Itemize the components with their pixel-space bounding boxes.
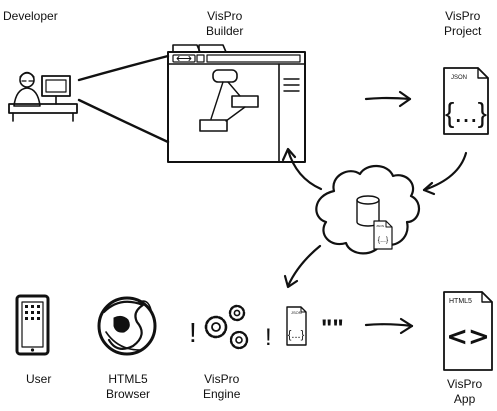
arrow-engine-to-app xyxy=(364,317,414,335)
arrow-cloud-to-engine xyxy=(283,244,322,289)
developer-icon xyxy=(8,71,78,122)
quote-marks: "" xyxy=(321,315,344,342)
engine-gears-icon xyxy=(204,304,249,350)
cloud-doc-tag: JSON xyxy=(376,224,384,228)
connector-developer-builder-bottom xyxy=(77,98,170,144)
browser-globe-icon xyxy=(97,296,157,356)
exclaim-left: ! xyxy=(189,317,197,348)
label-developer: Developer xyxy=(3,9,58,23)
label-html5-browser: HTML5 Browser xyxy=(106,372,150,402)
small-json-file-icon xyxy=(286,306,307,346)
label-builder-line2: Builder xyxy=(206,24,244,38)
html-file-tag: HTML5 xyxy=(449,298,472,305)
exclaim-right: ! xyxy=(265,324,272,351)
html-file-glyph: <> xyxy=(446,322,490,352)
label-browser-line1: HTML5 xyxy=(108,372,148,386)
label-user: User xyxy=(26,372,52,386)
arrow-builder-to-project xyxy=(364,90,412,108)
label-vispro-app: VisPro App xyxy=(447,377,482,407)
arrow-cloud-to-builder xyxy=(281,147,323,191)
label-vispro-engine: VisPro Engine xyxy=(203,372,240,402)
user-tablet-icon xyxy=(15,294,50,356)
arrow-project-to-cloud xyxy=(422,151,468,196)
json-file-glyph: {...} xyxy=(445,97,487,128)
json-file-tag: JSON xyxy=(451,75,467,81)
html-file-icon xyxy=(443,291,493,371)
label-engine-line2: Engine xyxy=(203,387,241,401)
label-builder-line1: VisPro xyxy=(207,9,243,23)
label-vispro-project: VisPro Project xyxy=(444,9,481,39)
label-vispro-builder: VisPro Builder xyxy=(206,9,243,39)
label-app-line2: App xyxy=(453,392,476,406)
cloud-icon xyxy=(315,164,420,255)
cloud-doc-glyph: {...} xyxy=(378,237,389,244)
connector-developer-builder-top xyxy=(77,54,170,82)
label-browser-line2: Browser xyxy=(106,387,151,401)
small-json-file-tag: JSON xyxy=(291,310,302,315)
label-project-line2: Project xyxy=(444,24,482,38)
label-app-line1: VisPro xyxy=(447,377,483,391)
label-project-line1: VisPro xyxy=(445,9,481,23)
small-json-file-glyph: {...} xyxy=(288,329,305,341)
builder-window-icon xyxy=(167,44,306,163)
json-file-icon xyxy=(443,67,489,135)
label-engine-line1: VisPro xyxy=(204,372,240,386)
